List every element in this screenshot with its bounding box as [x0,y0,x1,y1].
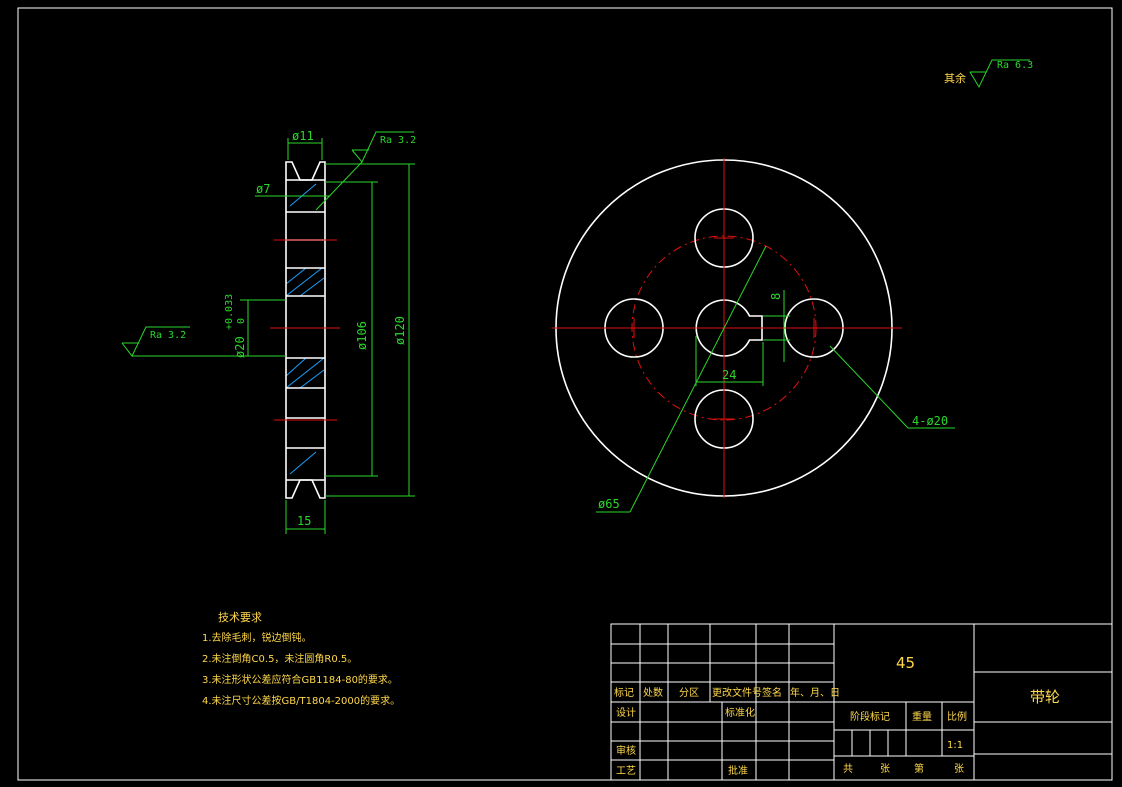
part-name: 带轮 [1030,688,1060,706]
tech-item-4: 4.未注尺寸公差按GB/T1804-2000的要求。 [202,694,400,707]
rev-header-date: 年、月、日 [790,686,840,699]
sheet-unit2-label: 张 [954,763,964,775]
roughness-top-value: Ra 3.2 [380,135,416,146]
roughness-other-label: 其余 [944,71,966,85]
tech-item-3: 3.未注形状公差应符合GB1184-80的要求。 [202,673,398,686]
process-label: 工艺 [616,765,636,777]
dim-holes: 4-ø20 [912,414,948,428]
scale-value: 1:1 [947,740,963,751]
section-hatching [285,183,325,475]
title-block: 标记 处数 分区 更改文件号 签名 年、月、日 设计 标准化 审核 工艺 批准 … [610,623,1113,781]
weight-label: 重量 [912,710,932,723]
dim-d106: ø106 [355,321,369,350]
sheet-total-label: 共 [843,763,853,775]
tech-heading: 技术要求 [218,611,262,624]
rev-header-mark: 标记 [614,687,634,699]
standardize-label: 标准化 [725,706,755,719]
dim-24: 24 [722,368,736,382]
material-value: 45 [896,654,915,672]
dim-w15: 15 [297,514,311,528]
tech-requirements: 技术要求 1.去除毛刺，锐边倒钝。 2.未注倒角C0.5，未注圆角R0.5。 3… [202,611,400,707]
review-label: 审核 [616,744,636,757]
rev-header-zone: 分区 [679,687,699,699]
stage-mark-label: 阶段标记 [850,710,890,723]
roughness-bore-value: Ra 3.2 [150,330,186,341]
roughness-other-symbol: 其余 Ra 6.3 [944,59,1033,89]
dim-d120: ø120 [393,316,407,345]
approve-label: 批准 [728,764,748,777]
dim-d65: ø65 [598,497,620,511]
sheet-num-label: 第 [914,762,924,775]
dim-d20-tol-lower: 0 [236,318,247,324]
rev-header-docno: 更改文件号 [712,686,762,699]
tech-item-1: 1.去除毛刺，锐边倒钝。 [202,631,312,644]
drawing-frame [17,7,1113,781]
design-label: 设计 [616,706,636,719]
tech-item-2: 2.未注倒角C0.5，未注圆角R0.5。 [202,652,357,665]
roughness-other-value: Ra 6.3 [997,60,1033,71]
dim-8: 8 [769,293,783,300]
section-view: ø11 ø7 Ra 3.2 ø106 ø120 ø20 +0.033 0 Ra … [121,129,416,534]
dim-d7: ø7 [256,182,270,196]
dim-d20: ø20 [233,336,247,358]
hub-bore-keyway [695,299,763,357]
dim-d20-tol-upper: +0.033 [224,294,235,330]
scale-label: 比例 [947,710,967,723]
front-view: 8 24 4-ø20 ø65 [552,158,955,513]
rev-header-count: 处数 [643,686,663,699]
dim-d11: ø11 [292,129,314,143]
sheet-unit1-label: 张 [880,763,890,775]
rev-header-sign: 签名 [762,686,782,699]
